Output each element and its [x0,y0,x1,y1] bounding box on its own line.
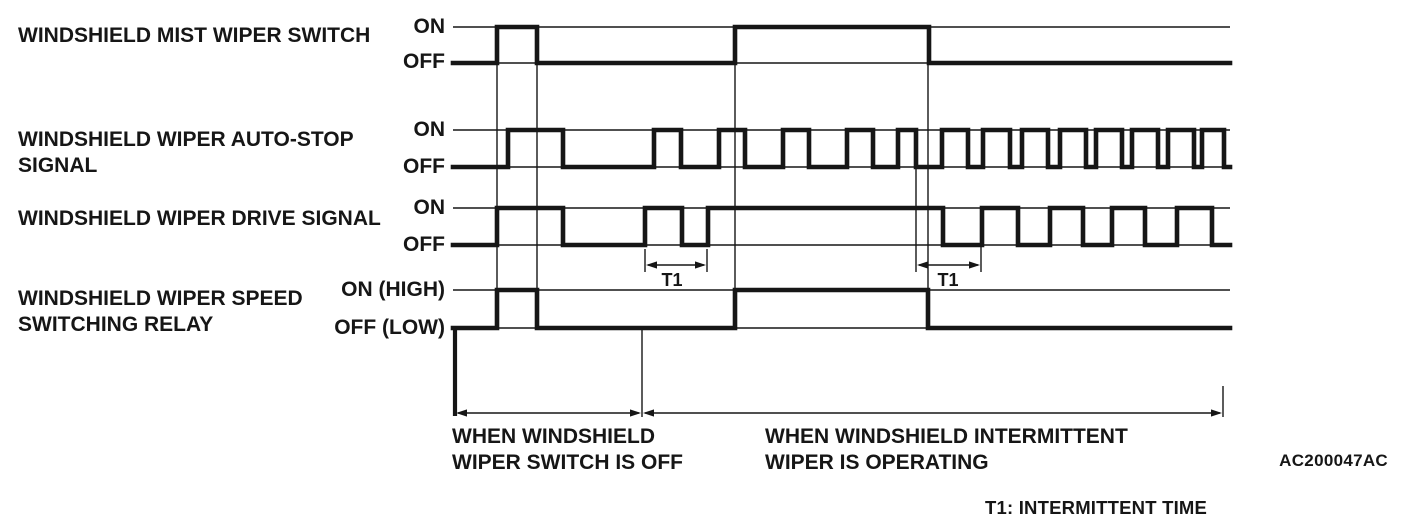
signal-label-line: WINDSHIELD WIPER SPEED [18,287,303,310]
signal-label-line: SWITCHING RELAY [18,313,214,336]
annotation-line: WHEN WINDSHIELD [452,425,655,448]
figure-code: AC200047AC [1279,451,1388,470]
signal-label-speed-switching-relay: WINDSHIELD WIPER SPEED SWITCHING RELAY [18,286,303,338]
level-label-on-drive: ON [413,196,446,219]
level-label-off-mist: OFF [403,50,445,73]
level-label-off-autostop: OFF [403,155,445,178]
annotation-line: WHEN WINDSHIELD INTERMITTENT [765,425,1128,448]
level-label-off-drive: OFF [403,233,445,256]
annotation-wiper-switch-off: WHEN WINDSHIELD WIPER SWITCH IS OFF [452,424,683,476]
t1-bracket-label: T1 [937,270,959,290]
t1-bracket-label: T1 [661,270,683,290]
annotation-line: WIPER SWITCH IS OFF [452,451,683,474]
t1-definition-note: T1: INTERMITTENT TIME [985,497,1208,518]
level-label-off-low-relay: OFF (LOW) [334,316,445,339]
signal-label-line: WINDSHIELD WIPER AUTO-STOP [18,128,354,151]
signal-label-line: WINDSHIELD WIPER DRIVE SIGNAL [18,207,381,230]
signal-label-mist-wiper-switch: WINDSHIELD MIST WIPER SWITCH [18,23,370,49]
signal-label-line: SIGNAL [18,154,98,177]
annotation-line: WIPER IS OPERATING [765,451,989,474]
signal-label-auto-stop-signal: WINDSHIELD WIPER AUTO-STOP SIGNAL [18,127,354,179]
annotation-intermittent-operating: WHEN WINDSHIELD INTERMITTENT WIPER IS OP… [765,424,1128,476]
level-label-on-high-relay: ON (HIGH) [341,278,445,301]
level-label-on-autostop: ON [413,118,446,141]
signal-label-drive-signal: WINDSHIELD WIPER DRIVE SIGNAL [18,206,381,232]
signal-label-line: WINDSHIELD MIST WIPER SWITCH [18,24,371,47]
level-label-on-mist: ON [413,15,446,38]
